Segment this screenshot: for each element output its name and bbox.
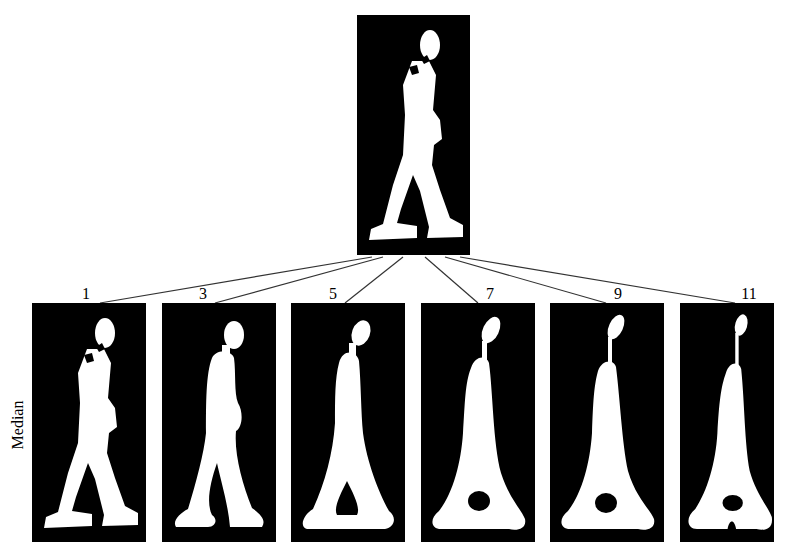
result-panel: 3 xyxy=(162,303,276,542)
filter-type-label: Median xyxy=(10,401,26,450)
filter-size-number: 9 xyxy=(614,286,622,302)
median-9-image xyxy=(550,303,664,542)
source-image xyxy=(357,15,470,255)
result-panel: 9 xyxy=(550,303,664,542)
result-panel: 7 xyxy=(421,303,535,542)
median-5-image xyxy=(291,303,405,542)
filter-size-number: 7 xyxy=(486,286,494,302)
median-7-image xyxy=(421,303,535,542)
filter-size-number: 1 xyxy=(82,286,90,302)
result-panel: 11 xyxy=(680,303,774,542)
fan-lines xyxy=(100,257,735,303)
filter-size-number: 3 xyxy=(199,286,207,302)
result-panel: 1 xyxy=(32,303,146,542)
median-11-image xyxy=(680,303,774,542)
median-3-image xyxy=(162,303,276,542)
result-panel: 5 xyxy=(291,303,405,542)
median-1-image xyxy=(32,303,146,542)
filter-size-number: 5 xyxy=(329,286,337,302)
filter-size-number: 11 xyxy=(741,286,756,302)
